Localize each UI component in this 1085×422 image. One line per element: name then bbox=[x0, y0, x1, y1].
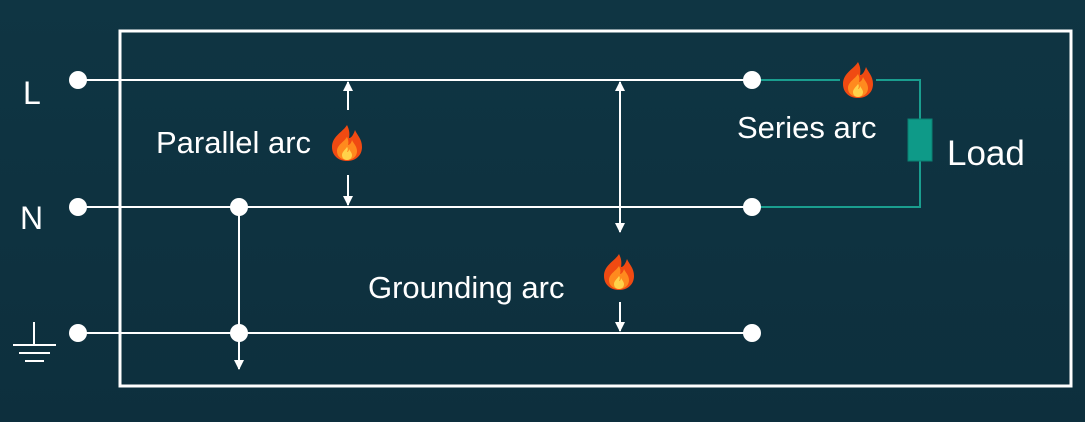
grounding-arc-label: Grounding arc bbox=[368, 270, 564, 305]
flame-icon bbox=[843, 62, 873, 98]
flame-icon bbox=[332, 125, 362, 161]
load-label: Load bbox=[947, 134, 1025, 173]
node-neutral-bond bbox=[230, 198, 248, 216]
terminal-n-right bbox=[743, 198, 761, 216]
terminal-l-right bbox=[743, 71, 761, 89]
node-ground-bond bbox=[230, 324, 248, 342]
load-resistor bbox=[907, 118, 933, 162]
ground-symbol-icon bbox=[13, 322, 56, 362]
terminal-l-left bbox=[69, 71, 87, 89]
terminal-label-line: L bbox=[23, 75, 41, 111]
load-wire-bottom bbox=[752, 161, 921, 208]
enclosure-box bbox=[118, 29, 1073, 388]
terminal-ground-right bbox=[743, 324, 761, 342]
flame-icon bbox=[604, 254, 634, 290]
terminal-n-left bbox=[69, 198, 87, 216]
terminal-ground-left bbox=[69, 324, 87, 342]
series-arc-label: Series arc bbox=[737, 110, 877, 145]
parallel-arc-label: Parallel arc bbox=[156, 125, 311, 160]
terminal-label-neutral: N bbox=[20, 200, 43, 236]
load-wire-top bbox=[876, 79, 921, 119]
